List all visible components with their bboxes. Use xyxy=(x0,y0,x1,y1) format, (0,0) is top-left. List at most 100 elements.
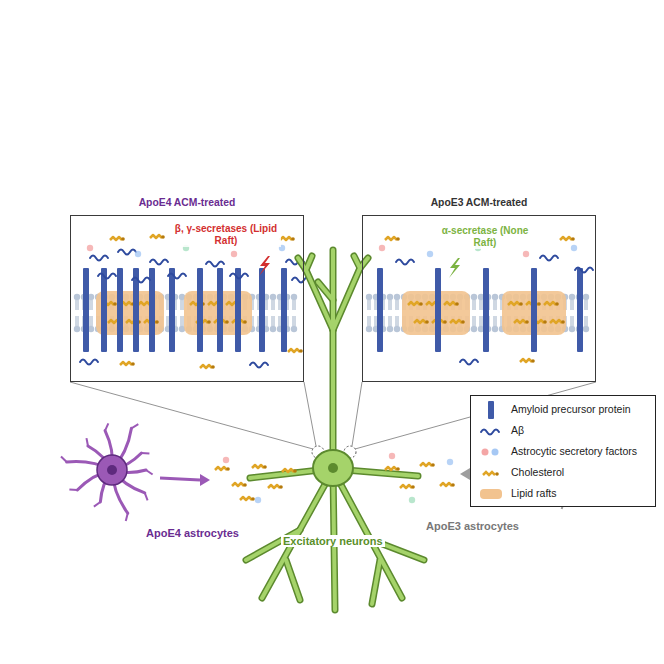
inset-box: ApoE3 ACM-treatedα-secretase (None Raft) xyxy=(362,215,596,382)
cholesterol-icon xyxy=(444,302,459,306)
lipid-tail xyxy=(389,316,390,326)
legend-sample xyxy=(477,463,505,483)
cholesterol-tail xyxy=(543,320,547,324)
cholesterol-icon xyxy=(150,235,165,239)
cholesterol-ring xyxy=(550,320,562,323)
astrocyte-body xyxy=(97,455,127,485)
app-protein xyxy=(197,268,203,352)
lipid-head xyxy=(492,294,498,300)
lipid-tail xyxy=(587,300,588,310)
legend-row: Aβ xyxy=(477,421,651,441)
lipid-tail xyxy=(368,300,369,310)
lipid-tail xyxy=(183,316,184,326)
cholesterol-icon xyxy=(215,467,230,471)
cholesterol-ring xyxy=(288,349,300,352)
cholesterol-ring xyxy=(508,302,520,305)
lipid-head xyxy=(291,294,297,300)
cholesterol-sample-tail xyxy=(495,472,499,476)
lipid-tail xyxy=(279,300,280,310)
cholesterol-tail xyxy=(451,483,455,487)
lipid-tail xyxy=(585,300,586,310)
lipid-tail xyxy=(501,316,502,326)
lipid-tail xyxy=(398,300,399,310)
cholesterol-ring xyxy=(232,483,244,486)
enzyme-label: β, γ-secretases (Lipid Raft) xyxy=(171,223,281,247)
lipid-tail xyxy=(253,300,254,310)
dendrite xyxy=(346,470,418,476)
cholesterol-ring xyxy=(414,320,426,323)
abeta-peptide xyxy=(98,274,116,279)
cholesterol-tail xyxy=(531,359,535,363)
activation-bolt xyxy=(259,256,270,276)
lipid-head xyxy=(394,294,400,300)
lipid-head xyxy=(583,326,589,332)
legend-row: Astrocytic secretory factors xyxy=(477,442,651,462)
secretory-factor xyxy=(255,497,261,503)
lipid-tail xyxy=(480,300,481,310)
factor-sample xyxy=(482,449,489,456)
lipid-tail xyxy=(398,316,399,326)
lipid-tail xyxy=(76,300,77,310)
cholesterol-tail xyxy=(411,485,415,489)
abeta-peptide xyxy=(230,274,248,279)
cholesterol-tail xyxy=(571,237,575,241)
lipid-tail xyxy=(76,316,77,326)
cholesterol-ring xyxy=(240,497,252,500)
abeta-peptide xyxy=(168,274,186,279)
cholesterol-icon xyxy=(560,237,575,241)
lipid-tail xyxy=(253,316,254,326)
cholesterol-tail xyxy=(155,320,159,324)
lipid-tail xyxy=(384,316,385,326)
abeta-peptide xyxy=(460,360,478,365)
cholesterol-ring xyxy=(280,237,292,240)
lipid-tail xyxy=(391,300,392,310)
cholesterol-icon xyxy=(268,485,283,489)
app-protein xyxy=(217,268,223,352)
lipid-tail xyxy=(473,316,474,326)
cholesterol-tail xyxy=(396,237,400,241)
lipid-head xyxy=(291,326,297,332)
lipid-tail xyxy=(293,300,294,310)
lipid-head xyxy=(569,326,575,332)
cholesterol-icon xyxy=(110,237,125,241)
app-protein xyxy=(169,268,175,352)
astrocyte-process xyxy=(86,438,87,446)
app-protein xyxy=(259,268,265,352)
lipid-tail xyxy=(288,316,289,326)
cholesterol-tail xyxy=(263,465,267,469)
cholesterol-icon xyxy=(550,320,565,324)
cholesterol-tail xyxy=(525,320,529,324)
lipid-tail xyxy=(370,316,371,326)
legend-sample xyxy=(477,442,505,462)
lipid-tail xyxy=(573,300,574,310)
legend-sample xyxy=(477,421,505,441)
cholesterol-tail xyxy=(425,320,429,324)
cholesterol-tail xyxy=(226,467,230,471)
cholesterol-tail xyxy=(561,320,565,324)
cholesterol-tail xyxy=(461,320,465,324)
factor-sample xyxy=(492,449,499,456)
zoom-line xyxy=(352,382,362,446)
cholesterol-tail xyxy=(419,302,423,306)
dendrite xyxy=(318,282,333,300)
dendrite xyxy=(333,470,402,598)
legend-swatch xyxy=(480,489,502,499)
abeta-peptide xyxy=(150,260,168,265)
lipid-tail xyxy=(167,300,168,310)
legend-sample xyxy=(477,484,505,504)
lipid-tail xyxy=(181,316,182,326)
cholesterol-ring xyxy=(150,235,162,238)
cholesterol-icon xyxy=(520,359,535,363)
cholesterol-icon xyxy=(514,320,529,324)
app-protein xyxy=(83,268,89,352)
lipid-tail xyxy=(279,316,280,326)
dendrite-outline xyxy=(286,560,300,600)
cholesterol-tail xyxy=(431,463,435,467)
dendrite-outline xyxy=(306,270,333,330)
inset-title: ApoE4 ACM-treated xyxy=(71,197,303,209)
lipid-head xyxy=(366,294,372,300)
lipid-head xyxy=(74,326,80,332)
app-protein xyxy=(377,268,383,352)
